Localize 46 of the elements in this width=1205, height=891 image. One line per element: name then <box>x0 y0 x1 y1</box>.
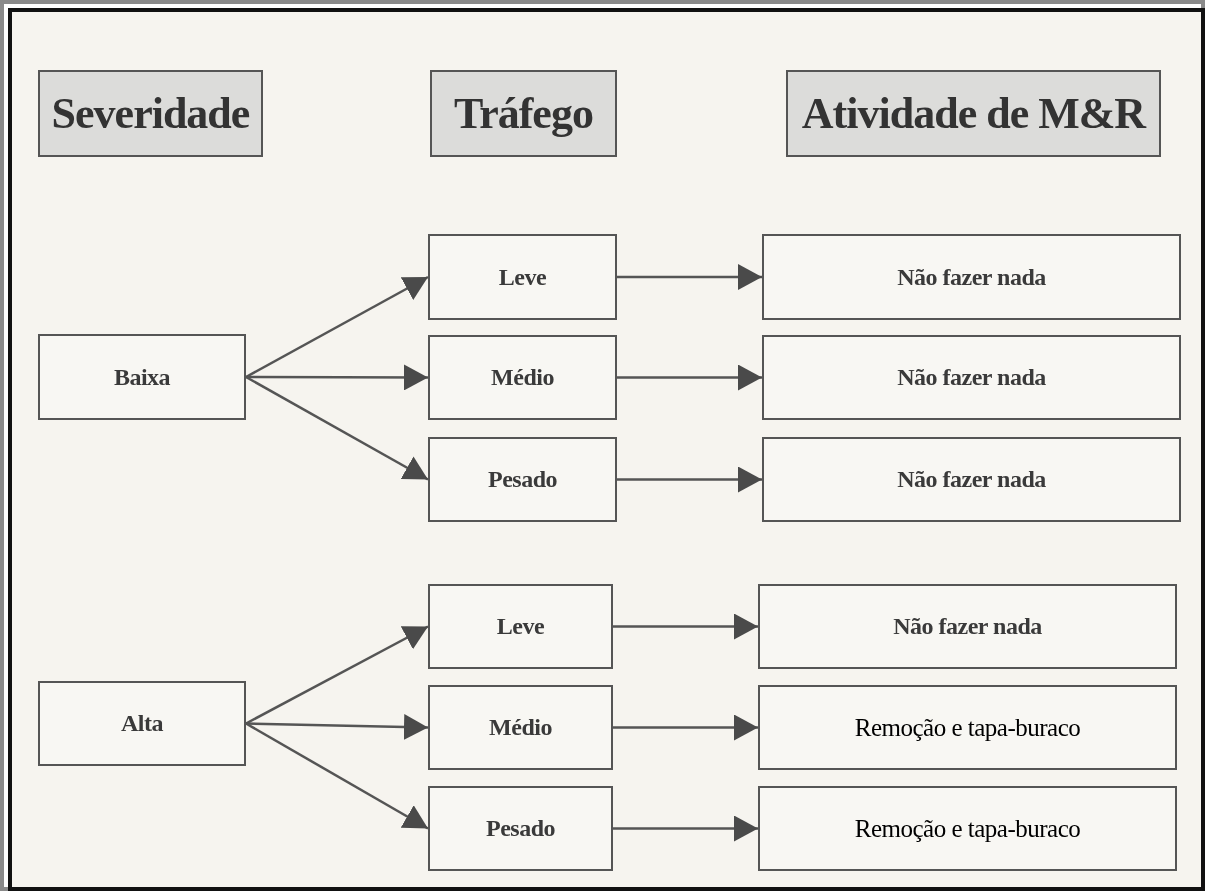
header-box <box>38 70 263 157</box>
arrow <box>246 364 428 391</box>
node-label: Alta <box>121 710 163 737</box>
process-box <box>428 335 617 420</box>
process-box <box>428 234 617 320</box>
node-label: Leve <box>498 263 547 291</box>
header-box <box>430 70 617 157</box>
node-label: Pesado <box>488 466 557 493</box>
process-box <box>758 584 1177 669</box>
node-label: Pesado <box>486 815 555 842</box>
node-label: Não fazer nada <box>897 466 1046 493</box>
process-box <box>758 786 1177 871</box>
process-box <box>428 685 613 770</box>
column-heading: Severidade <box>51 88 250 139</box>
arrow <box>245 722 429 830</box>
process-box <box>428 584 613 669</box>
process-box <box>38 681 246 766</box>
arrow <box>245 375 429 481</box>
arrow <box>613 613 758 640</box>
node-label: Médio <box>489 714 552 741</box>
arrow <box>617 466 762 493</box>
arrow <box>245 625 429 725</box>
node-label: Médio <box>491 364 554 391</box>
arrow <box>613 815 758 842</box>
arrow <box>617 364 762 391</box>
process-box <box>38 334 246 420</box>
process-box <box>762 335 1181 420</box>
process-box <box>428 786 613 871</box>
column-heading: Tráfego <box>454 88 593 139</box>
node-label: Leve <box>496 613 545 640</box>
process-box <box>428 437 617 522</box>
header-box <box>786 70 1161 157</box>
process-box <box>762 437 1181 522</box>
process-box <box>762 234 1181 320</box>
arrow <box>245 714 429 740</box>
node-label: Não fazer nada <box>893 613 1042 640</box>
arrow <box>617 264 762 290</box>
column-heading: Atividade de M&R <box>801 88 1146 139</box>
arrow <box>613 714 758 741</box>
node-label: Remoção e tapa-buraco <box>854 713 1081 742</box>
arrow <box>245 275 429 379</box>
node-label: Baixa <box>113 363 171 391</box>
node-label: Não fazer nada <box>897 364 1046 391</box>
process-box <box>758 685 1177 770</box>
node-label: Remoção e tapa-buraco <box>854 814 1081 843</box>
node-label: Não fazer nada <box>897 263 1046 291</box>
